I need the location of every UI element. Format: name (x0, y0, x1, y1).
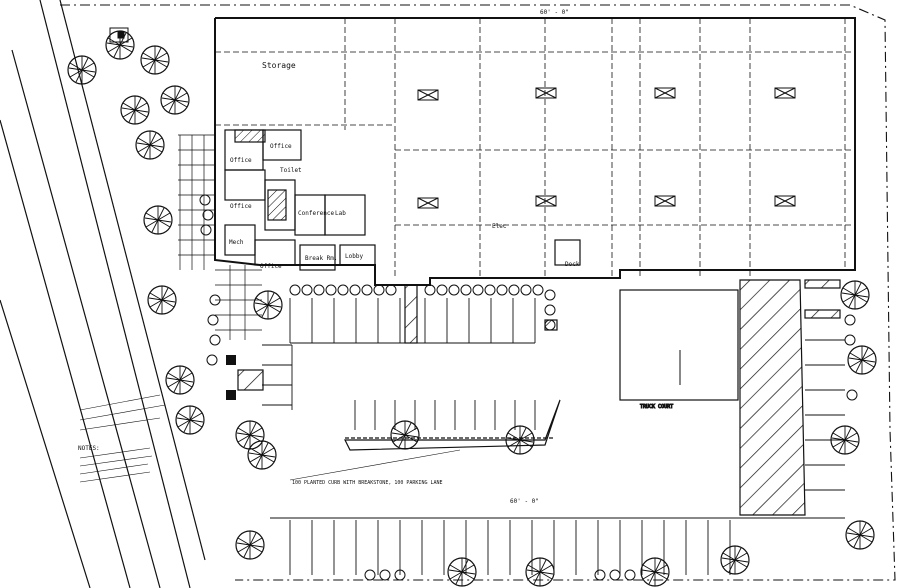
tree-symbol (135, 130, 165, 160)
label-lobby: Lobby (345, 253, 363, 260)
tree-symbol (235, 420, 265, 450)
room-labels: Storage Office Office Office Office Conf… (229, 61, 580, 270)
tree-symbol (525, 557, 555, 587)
label-office-4: Office (260, 263, 282, 270)
dimension-top: 60' - 0" (540, 9, 569, 16)
label-office-3: Office (230, 203, 252, 210)
tree-symbol (253, 290, 283, 320)
hatched-zones (237, 279, 841, 516)
key-box (109, 27, 129, 43)
tree-symbol (840, 280, 870, 310)
label-dock: Dock (565, 261, 580, 268)
label-mech: Mech (229, 239, 244, 246)
dimension-bottom: 60' - 0" (510, 498, 539, 505)
tree-symbol (175, 405, 205, 435)
tree-symbol (165, 365, 195, 395)
tree-symbol (847, 345, 877, 375)
tree-symbol (120, 95, 150, 125)
truck-court-label: TRUCK COURT (640, 404, 673, 410)
skylights (417, 87, 796, 209)
tree-symbol (160, 85, 190, 115)
label-office-1: Office (230, 157, 252, 164)
parking-stalls (262, 298, 845, 575)
tree-symbol (235, 530, 265, 560)
label-toilet: Toilet (280, 167, 302, 174)
tree-symbol (247, 440, 277, 470)
office-rooms (224, 129, 581, 271)
tree-symbol (140, 45, 170, 75)
tree-symbol (447, 557, 477, 587)
parking-note-leader (289, 449, 461, 481)
tree-symbol (143, 205, 173, 235)
tree-symbol (67, 55, 97, 85)
parking-note: 100 PLANTED CURB WITH BREAKSTONE, 100 PA… (292, 480, 443, 486)
paving-grid (178, 134, 262, 340)
landscape-island (344, 399, 561, 451)
tree-symbol (640, 557, 670, 587)
label-office-2: Office (270, 143, 292, 150)
tree-symbol (390, 420, 420, 450)
notes-title: NOTES: (78, 445, 100, 452)
notes-block: NOTES: (78, 394, 166, 483)
label-lab: Lab (335, 210, 346, 217)
label-storage: Storage (262, 61, 296, 70)
label-break-room: Break Rm. (305, 255, 338, 262)
tree-symbol (845, 520, 875, 550)
label-elec: Elec (492, 223, 507, 230)
label-conference: Conference (298, 210, 335, 217)
tree-symbol (720, 545, 750, 575)
truck-court: TRUCK COURT (619, 289, 739, 411)
tree-symbol (147, 285, 177, 315)
columns-markers (226, 355, 236, 400)
building-outline (214, 17, 856, 286)
street-edges (0, 0, 206, 588)
